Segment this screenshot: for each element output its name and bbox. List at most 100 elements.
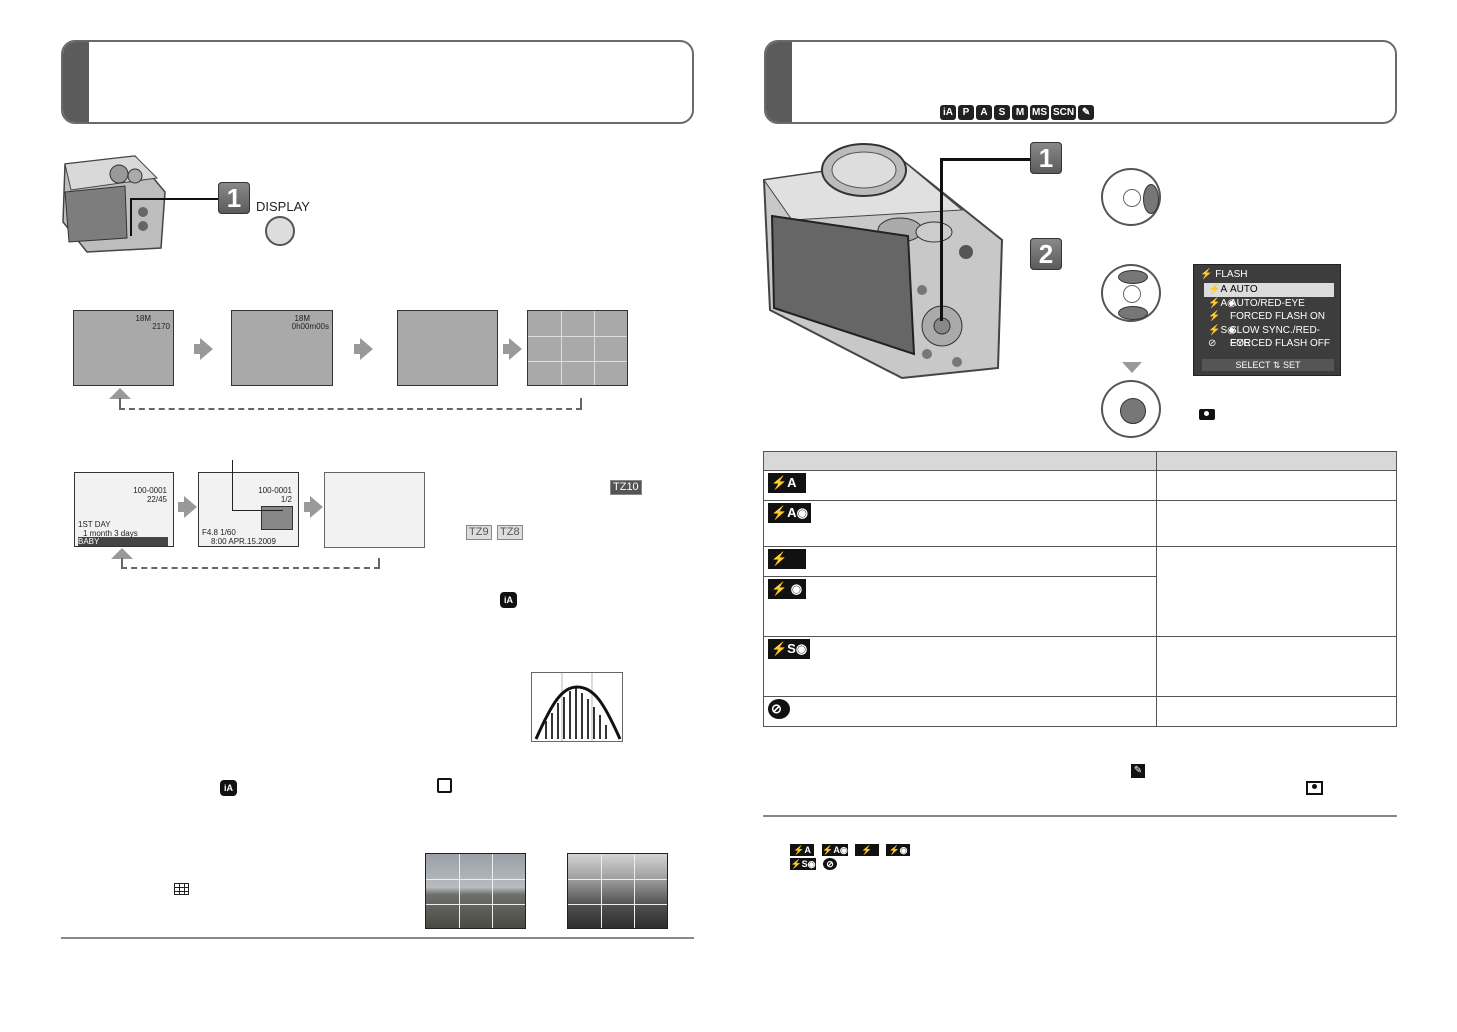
flash-option-forced-off[interactable]: ⊘FORCED FLASH OFF <box>1208 338 1331 349</box>
flash-forced-on-icon: ⚡ <box>768 549 806 569</box>
record-screen-info: 18M 2170 <box>73 310 174 386</box>
step-1-badge: 1 <box>1030 142 1062 174</box>
record-screen-clean <box>397 310 498 386</box>
cycle-return-line <box>121 558 380 569</box>
mode-ia-icon: iA <box>940 105 956 120</box>
step-1-badge: 1 <box>218 182 250 214</box>
screen-text: 1 month 3 days <box>83 529 138 538</box>
flash-off-icon: ⊘ <box>823 858 837 870</box>
dpad-up-highlight <box>1118 270 1148 284</box>
grid-icon <box>174 883 189 895</box>
flash-forced-red-eye-icon: ⚡ ◉ <box>768 579 806 599</box>
flash-auto-icon: ⚡A <box>790 844 814 856</box>
model-tag-tz10: TZ10 <box>610 480 642 495</box>
screen-text: 100-0001 <box>133 486 167 495</box>
dpad-right-press[interactable] <box>1101 168 1161 226</box>
brush-icon: ✎ <box>1131 764 1145 778</box>
step-2-badge: 2 <box>1030 238 1062 270</box>
mode-p-icon: P <box>958 105 974 120</box>
screen-text: 100-0001 <box>258 486 292 495</box>
callout-line <box>130 198 222 236</box>
playback-screen-histogram: 100-0001 1/2 F4.8 1/60 8:00 APR.15.2009 <box>198 472 299 547</box>
dpad-right-highlight <box>1143 184 1159 214</box>
flash-menu-footer: SELECT ⇅ SET <box>1202 359 1334 371</box>
clipboard-icon <box>437 778 452 793</box>
flash-menu-title: ⚡ FLASH <box>1200 269 1248 280</box>
display-button[interactable] <box>265 216 295 246</box>
camera-icon <box>1199 409 1215 420</box>
flash-auto-red-eye-icon: ⚡A◉ <box>768 503 811 523</box>
camera-illustration-small <box>57 152 167 254</box>
screen-text: BABY <box>78 537 168 546</box>
flash-off-icon: ⊘ <box>768 699 790 719</box>
flash-auto-icon: ⚡A <box>768 473 806 493</box>
arrow-right-icon <box>503 338 522 360</box>
screen-text: F4.8 1/60 <box>202 528 236 537</box>
mode-clipboard-icon: ✎ <box>1078 105 1095 120</box>
example-photo-landscape <box>425 853 526 929</box>
right-section-rule <box>763 815 1397 817</box>
screen-text: 18M <box>294 314 310 323</box>
flash-slow-sync-icon: ⚡S◉ <box>790 858 816 870</box>
dpad-updown-press[interactable] <box>1101 264 1161 322</box>
playback-screen-clean <box>324 472 425 548</box>
flash-modes-table: ⚡A ⚡A◉ ⚡ ⚡ ◉ ⚡S◉ ⊘ <box>763 451 1397 727</box>
flash-slow-sync-icon: ⚡S◉ <box>1208 324 1236 336</box>
mode-ms-icon: MS <box>1030 105 1049 120</box>
arrow-right-icon <box>354 338 373 360</box>
intelligent-auto-icon: iA <box>500 592 517 608</box>
cycle-return-line <box>119 398 582 410</box>
flash-auto-icon: ⚡A <box>1208 284 1228 295</box>
flash-forced-red-eye-icon: ⚡◉ <box>886 844 910 856</box>
display-button-label: DISPLAY <box>256 199 310 214</box>
flash-option-forced-on[interactable]: ⚡FORCED FLASH ON <box>1208 311 1326 322</box>
screen-text: 1/2 <box>280 495 292 504</box>
screen-text: 22/45 <box>146 495 167 504</box>
arrow-up-icon <box>109 388 131 399</box>
flash-forced-on-icon: ⚡ <box>855 844 879 856</box>
mode-s-icon: S <box>994 105 1010 120</box>
callout-line <box>940 158 1031 321</box>
flash-slow-sync-icon: ⚡S◉ <box>768 639 811 659</box>
dpad-center-press[interactable] <box>1101 380 1161 438</box>
screen-text: 2170 <box>152 322 170 331</box>
flash-forced-on-icon: ⚡ <box>1208 311 1221 322</box>
example-photo-railway <box>567 853 668 929</box>
header-tab <box>766 42 792 122</box>
dpad-down-highlight <box>1118 306 1148 320</box>
left-footer-rule <box>61 937 694 939</box>
screen-text: 1ST DAY <box>78 520 111 529</box>
flash-off-icon: ⊘ <box>1208 338 1217 349</box>
mode-m-icon: M <box>1012 105 1028 120</box>
arrow-right-icon <box>178 496 197 518</box>
flash-auto-red-eye-icon: ⚡A◉ <box>822 844 848 856</box>
arrow-up-icon <box>111 548 133 559</box>
mode-a-icon: A <box>976 105 992 120</box>
playback-screen-info: 100-0001 22/45 1ST DAY 1 month 3 days BA… <box>74 472 174 547</box>
arrow-right-icon <box>304 496 323 518</box>
histogram-figure <box>531 672 623 742</box>
arrow-right-icon <box>194 338 213 360</box>
flash-auto-red-eye-icon: ⚡A◉ <box>1208 297 1236 309</box>
header-tab <box>63 42 89 122</box>
mode-scn-icon: SCN <box>1051 105 1077 120</box>
model-tag-tz8: TZ8 <box>497 525 523 540</box>
screen-text: 0h00m00s <box>291 322 329 331</box>
model-tag-tz9: TZ9 <box>466 525 492 540</box>
record-screen-info-time: 18M 0h00m00s <box>231 310 333 386</box>
left-header-panel <box>61 40 694 124</box>
screen-text: 8:00 APR.15.2009 <box>211 537 276 546</box>
record-screen-grid <box>527 310 628 386</box>
flash-option-slow-sync[interactable]: ⚡S◉SLOW SYNC./RED-EYE <box>1208 324 1321 350</box>
portrait-icon <box>1306 781 1323 795</box>
screen-text: 18M <box>135 314 151 323</box>
arrow-down-icon <box>1122 362 1142 373</box>
dpad-center-highlight <box>1120 398 1146 424</box>
intelligent-auto-icon: iA <box>220 780 237 796</box>
histogram-callout-line <box>232 460 283 511</box>
flash-option-auto-red-eye[interactable]: ⚡A◉AUTO/RED-EYE <box>1208 297 1305 309</box>
